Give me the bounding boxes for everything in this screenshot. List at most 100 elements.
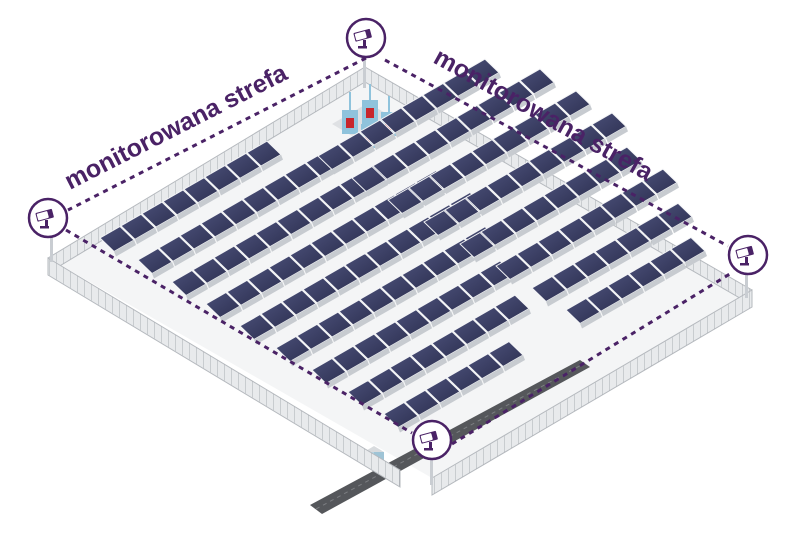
panel-support [672, 216, 694, 234]
panel-support [685, 251, 707, 268]
panel-support [317, 291, 339, 308]
panel-support [173, 249, 195, 267]
panel-support [425, 357, 447, 374]
panel-support [664, 263, 686, 280]
panel-support [450, 131, 472, 148]
panel-support [404, 369, 426, 387]
panel-support [347, 359, 369, 377]
panel-support [387, 167, 409, 185]
panel-support [437, 97, 459, 114]
panel-support [465, 165, 487, 182]
panel-support [558, 197, 580, 214]
panel-support [543, 163, 565, 180]
panel-support [501, 187, 523, 204]
panel-support [474, 246, 496, 263]
panel-support [564, 150, 586, 168]
panel-support [580, 312, 602, 329]
panel-support [480, 199, 502, 217]
panel-support [332, 325, 354, 343]
panel-support [219, 179, 241, 196]
panel-support [333, 198, 355, 216]
panel-support [609, 253, 631, 270]
panel-support [528, 128, 550, 146]
panel-support [615, 207, 637, 224]
cctv-camera-icon [345, 17, 387, 59]
panel-support [636, 194, 658, 212]
panel-support [643, 275, 665, 292]
panel-support [156, 215, 178, 233]
monitored-zone-boundary [65, 56, 734, 446]
panel-support [461, 379, 483, 396]
panel-support [395, 289, 417, 306]
panel-support [410, 323, 432, 340]
panel-support [458, 84, 480, 102]
panel-support [135, 227, 157, 245]
panel-support [600, 172, 622, 190]
panel-support [416, 109, 438, 126]
panel-support [509, 308, 531, 326]
cctv-camera-icon [727, 234, 769, 276]
panel-support [507, 141, 529, 158]
panel-support [353, 145, 375, 163]
solar-panel-array [99, 58, 707, 433]
panel-support [503, 355, 525, 372]
panel-support [291, 223, 313, 240]
panel-support [240, 166, 262, 184]
panel-support [367, 220, 389, 238]
panel-support [630, 241, 652, 258]
panel-support [186, 284, 208, 301]
panel-support [338, 279, 360, 296]
panel-support [486, 153, 508, 170]
panel-support [601, 299, 623, 317]
panel-support [534, 82, 556, 99]
panel-support [275, 315, 297, 333]
panel-support [254, 328, 276, 345]
panel-support [488, 320, 510, 338]
panel-support [479, 72, 501, 90]
panel-support [522, 175, 544, 192]
camera-poles [50, 58, 748, 485]
panel-support [359, 267, 381, 284]
panel-support [332, 158, 354, 175]
panel-support [374, 301, 396, 318]
panel-support [290, 350, 312, 367]
cctv-camera-top [345, 17, 387, 59]
panel-support [651, 229, 673, 246]
panel-support [304, 257, 326, 274]
panel-support [444, 177, 466, 195]
cctv-camera-icon [27, 197, 69, 239]
panel-support [452, 298, 474, 316]
panel-support [570, 104, 592, 121]
panel-support [270, 235, 292, 252]
panel-support [366, 180, 388, 197]
panel-support [431, 311, 453, 328]
panel-support [446, 345, 468, 362]
panel-support [241, 293, 263, 311]
panel-support [537, 209, 559, 226]
panel-support [374, 133, 396, 151]
cctv-camera-bottom [411, 419, 453, 461]
panel-support [368, 347, 390, 365]
panel-support [194, 237, 216, 255]
panel-support [440, 391, 462, 409]
panel-support [114, 240, 136, 257]
panel-support [495, 233, 517, 251]
panel-support [249, 247, 271, 264]
panel-support [516, 221, 538, 239]
panel-support [299, 176, 321, 194]
panel-support [621, 160, 643, 178]
panel-support [588, 265, 610, 283]
panel-support [573, 231, 595, 248]
panel-support [312, 210, 334, 228]
panel-support [236, 213, 258, 230]
panel-support [594, 219, 616, 236]
panel-support [423, 189, 445, 207]
panel-support [401, 242, 423, 260]
panel-support [380, 254, 402, 272]
panel-support [567, 277, 589, 295]
panel-support [283, 269, 305, 286]
panel-support [585, 138, 607, 156]
panel-support [177, 203, 199, 220]
panel-support [429, 143, 451, 160]
